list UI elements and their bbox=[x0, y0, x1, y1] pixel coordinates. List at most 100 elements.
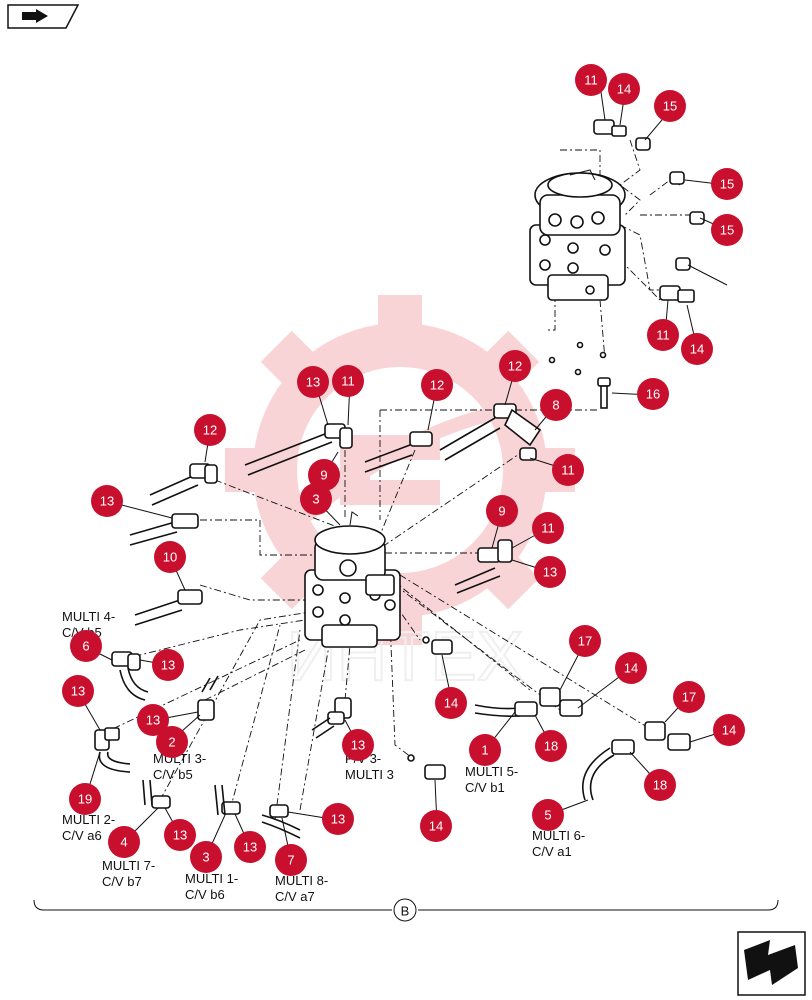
callout-18: 18 bbox=[535, 730, 567, 762]
callout-number: 2 bbox=[168, 735, 175, 750]
callout-12: 12 bbox=[499, 350, 531, 382]
label-multi1: MULTI 1-C/V b6 bbox=[185, 871, 238, 902]
callout-7: 7 bbox=[275, 844, 307, 876]
callout-number: 3 bbox=[202, 850, 209, 865]
callout-number: 8 bbox=[552, 398, 559, 413]
fitting-elbow bbox=[477, 539, 513, 563]
fitting-bolt bbox=[597, 377, 611, 409]
callout-number: 14 bbox=[690, 342, 704, 357]
callout-circle bbox=[194, 414, 226, 446]
callout-number: 13 bbox=[331, 812, 345, 827]
callout-15: 15 bbox=[654, 90, 686, 122]
callout-circle bbox=[234, 831, 266, 863]
label-multi5: MULTI 5-C/V b1 bbox=[465, 764, 518, 795]
callout-1: 1 bbox=[469, 734, 501, 766]
section-bracket: B bbox=[33, 898, 779, 922]
fitting-straight bbox=[514, 701, 538, 717]
callout-number: 14 bbox=[624, 661, 638, 676]
callout-number: 17 bbox=[682, 690, 696, 705]
callout-number: 14 bbox=[617, 82, 631, 97]
fitting-tee bbox=[644, 721, 691, 751]
callout-number: 11 bbox=[341, 374, 355, 389]
upper-valve-assembly bbox=[529, 169, 626, 301]
callout-circle bbox=[469, 734, 501, 766]
callout-circle bbox=[62, 675, 94, 707]
fitting-plug bbox=[689, 211, 705, 225]
callout-circle bbox=[69, 783, 101, 815]
callout-circle bbox=[654, 90, 686, 122]
callout-5: 5 bbox=[532, 799, 564, 831]
callout-circle bbox=[421, 369, 453, 401]
callout-number: 13 bbox=[543, 565, 557, 580]
fitting-straight bbox=[611, 739, 635, 755]
fitting-plug bbox=[675, 257, 691, 271]
callout-circle bbox=[647, 319, 679, 351]
callout-circle bbox=[499, 350, 531, 382]
callout-number: 13 bbox=[146, 713, 160, 728]
callout-number: 15 bbox=[720, 223, 734, 238]
callout-number: 7 bbox=[287, 853, 294, 868]
fitting-elbow bbox=[493, 403, 542, 447]
callout-number: 15 bbox=[720, 177, 734, 192]
callout-circle bbox=[154, 541, 186, 573]
callout-15: 15 bbox=[711, 168, 743, 200]
callout-circle bbox=[532, 799, 564, 831]
callout-17: 17 bbox=[673, 681, 705, 713]
callout-number: 16 bbox=[646, 387, 660, 402]
fitting-straight bbox=[151, 795, 171, 809]
fitting-plug bbox=[635, 137, 651, 151]
fitting-plug bbox=[669, 171, 685, 185]
callout-number: 14 bbox=[429, 819, 443, 834]
fitting-elbow bbox=[111, 651, 141, 671]
callout-number: 14 bbox=[444, 696, 458, 711]
callout-13: 13 bbox=[322, 803, 354, 835]
callout-number: 17 bbox=[578, 634, 592, 649]
callout-11: 11 bbox=[552, 454, 584, 486]
callout-circle bbox=[711, 214, 743, 246]
fitting-tee bbox=[539, 687, 583, 717]
callout-circle bbox=[300, 483, 332, 515]
fitting-straight bbox=[171, 513, 199, 529]
callout-10: 10 bbox=[154, 541, 186, 573]
prev-page-arrow-icon[interactable] bbox=[7, 4, 80, 29]
section-ref-marker bbox=[393, 898, 417, 922]
hose-labels: MULTI 4-C/V b5 MULTI 3-C/V b5 P/V 3-MULT… bbox=[62, 609, 585, 904]
callout-17: 17 bbox=[569, 625, 601, 657]
callout-number: 4 bbox=[120, 835, 127, 850]
callout-14: 14 bbox=[608, 73, 640, 105]
callout-circle bbox=[152, 649, 184, 681]
callout-number: 9 bbox=[498, 504, 505, 519]
callout-16: 16 bbox=[637, 378, 669, 410]
callout-number: 11 bbox=[541, 521, 555, 536]
callout-circle bbox=[137, 704, 169, 736]
callout-11: 11 bbox=[575, 64, 607, 96]
callout-12: 12 bbox=[421, 369, 453, 401]
callout-number: 6 bbox=[82, 639, 89, 654]
callout-6: 6 bbox=[70, 630, 102, 662]
label-multi7: MULTI 7-C/V b7 bbox=[102, 858, 155, 889]
callout-circle bbox=[575, 64, 607, 96]
label-multi6: MULTI 6-C/V a1 bbox=[532, 828, 585, 859]
callout-circle bbox=[615, 652, 647, 684]
callout-number: 13 bbox=[351, 738, 365, 753]
callout-circle bbox=[569, 625, 601, 657]
callout-circle bbox=[486, 495, 518, 527]
callout-14: 14 bbox=[615, 652, 647, 684]
callout-13: 13 bbox=[297, 366, 329, 398]
callout-circle bbox=[637, 378, 669, 410]
callout-circle bbox=[535, 730, 567, 762]
next-page-arrow-icon[interactable] bbox=[737, 931, 806, 996]
callout-circle bbox=[420, 810, 452, 842]
callout-number: 13 bbox=[100, 494, 114, 509]
callout-number: 11 bbox=[561, 463, 575, 478]
callout-number: 12 bbox=[430, 378, 444, 393]
callout-8: 8 bbox=[540, 389, 572, 421]
callout-circle bbox=[644, 769, 676, 801]
callout-number: 13 bbox=[243, 840, 257, 855]
callout-circle bbox=[156, 726, 188, 758]
fitting-straight bbox=[269, 804, 289, 818]
central-valve-assembly bbox=[304, 511, 401, 648]
callout-circle bbox=[552, 454, 584, 486]
callout-14: 14 bbox=[713, 714, 745, 746]
